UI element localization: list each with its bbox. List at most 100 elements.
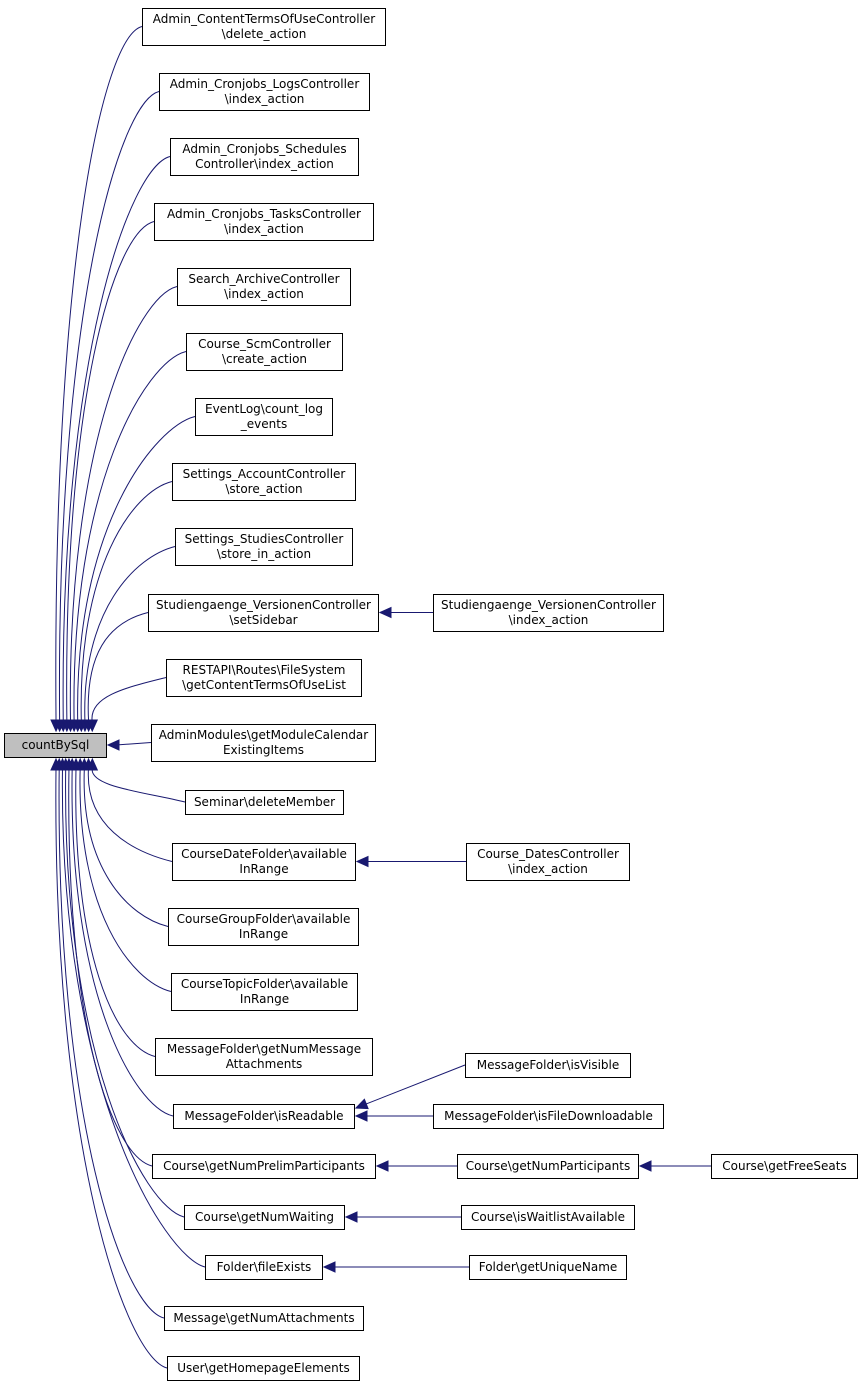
- node-label-line: Folder\fileExists: [217, 1260, 312, 1274]
- edge-line: [66, 221, 155, 723]
- node-n20[interactable]: Course\getNumWaiting: [184, 1205, 345, 1230]
- edge-n15-to-root: [78, 757, 169, 927]
- node-n23[interactable]: User\getHomepageElements: [167, 1356, 360, 1381]
- node-box: [433, 594, 664, 632]
- edge-line: [75, 767, 156, 1057]
- edge-m4-to-n18: [354, 1110, 433, 1122]
- node-box: [166, 659, 362, 697]
- node-m4[interactable]: MessageFolder\isFileDownloadable: [433, 1104, 664, 1129]
- arrowhead: [638, 1160, 652, 1172]
- node-label-line: countBySql: [22, 738, 90, 752]
- node-label-line: MessageFolder\isVisible: [477, 1058, 620, 1072]
- node-box: [170, 138, 359, 176]
- arrowhead: [344, 1211, 358, 1223]
- node-label-line: Studiengaenge_VersionenController: [441, 598, 656, 612]
- node-box: [466, 843, 630, 881]
- node-label-line: Course\getNumPrelimParticipants: [163, 1159, 365, 1173]
- node-n11[interactable]: RESTAPI\Routes\FileSystem\getContentTerm…: [166, 659, 362, 697]
- edge-line: [68, 767, 153, 1167]
- node-box: [195, 398, 333, 436]
- edge-n16-to-root: [74, 757, 172, 992]
- node-label-line: Admin_Cronjobs_Schedules: [182, 142, 346, 156]
- edge-line: [115, 742, 152, 746]
- edge-line: [84, 546, 176, 723]
- node-m7[interactable]: Folder\getUniqueName: [469, 1255, 627, 1280]
- node-label-line: InRange: [239, 927, 288, 941]
- node-label-line: \index_action: [509, 613, 589, 627]
- node-m6[interactable]: Course\isWaitlistAvailable: [461, 1205, 635, 1230]
- root-node[interactable]: countBySql: [4, 733, 107, 758]
- node-box: [465, 1053, 631, 1078]
- node-m3[interactable]: MessageFolder\isVisible: [465, 1053, 631, 1078]
- edge-line: [58, 767, 165, 1319]
- edge-n21-to-root: [56, 757, 206, 1268]
- node-n10[interactable]: Studiengaenge_VersionenController\setSid…: [148, 594, 379, 632]
- node-label-line: Folder\getUniqueName: [479, 1260, 618, 1274]
- edge-n9-to-root: [79, 546, 176, 733]
- node-box: [152, 1154, 376, 1179]
- edge-m8-to-m5: [638, 1160, 711, 1172]
- node-n9[interactable]: Settings_StudiesController\store_in_acti…: [175, 528, 353, 566]
- edge-n13-to-root: [86, 757, 186, 803]
- node-label-line: Course\getFreeSeats: [722, 1159, 846, 1173]
- node-label-line: Message\getNumAttachments: [173, 1311, 354, 1325]
- edge-n4-to-root: [61, 221, 155, 733]
- node-box: [151, 724, 376, 762]
- node-label-line: AdminModules\getModuleCalendar: [159, 728, 369, 742]
- node-box: [159, 73, 370, 111]
- node-label-line: \getContentTermsOfUseList: [182, 678, 346, 692]
- edge-line: [65, 767, 185, 1218]
- edge-line: [365, 1064, 466, 1105]
- node-n18[interactable]: MessageFolder\isReadable: [173, 1104, 355, 1129]
- node-label-line: User\getHomepageElements: [177, 1361, 349, 1375]
- node-label-line: Course\getNumWaiting: [195, 1210, 334, 1224]
- node-label-line: Attachments: [226, 1057, 303, 1071]
- node-box: [168, 908, 359, 946]
- node-label-line: MessageFolder\getNumMessage: [167, 1042, 361, 1056]
- node-label-line: Course_DatesController: [477, 847, 619, 861]
- arrowhead: [378, 606, 392, 619]
- edge-m5-to-n19: [375, 1160, 457, 1172]
- node-n2[interactable]: Admin_Cronjobs_LogsController\index_acti…: [159, 73, 370, 111]
- node-n8[interactable]: Settings_AccountController\store_action: [172, 463, 356, 501]
- node-box: [175, 528, 353, 566]
- node-n7[interactable]: EventLog\count_log_events: [195, 398, 333, 436]
- node-label-line: Admin_Cronjobs_TasksController: [167, 207, 361, 221]
- edge-line: [91, 767, 186, 803]
- edge-line: [91, 677, 167, 723]
- node-n12[interactable]: AdminModules\getModuleCalendarExistingIt…: [151, 724, 376, 762]
- edge-n22-to-root: [53, 757, 165, 1319]
- node-box: [185, 790, 344, 815]
- node-n6[interactable]: Course_ScmController\create_action: [186, 333, 343, 371]
- node-n13[interactable]: Seminar\deleteMember: [185, 790, 344, 815]
- arrowhead: [354, 1098, 369, 1110]
- edges-layer: [50, 26, 711, 1369]
- node-n19[interactable]: Course\getNumPrelimParticipants: [152, 1154, 376, 1179]
- node-n4[interactable]: Admin_Cronjobs_TasksController\index_act…: [154, 203, 374, 241]
- edge-line: [79, 767, 172, 992]
- node-n3[interactable]: Admin_Cronjobs_SchedulesController\index…: [170, 138, 359, 176]
- edge-line: [87, 612, 149, 723]
- node-box: [469, 1255, 627, 1280]
- node-m8[interactable]: Course\getFreeSeats: [711, 1154, 858, 1179]
- edge-n12-to-root: [106, 739, 152, 751]
- nodes-layer: countBySql Admin_ContentTermsOfUseControl…: [4, 8, 858, 1381]
- node-n21[interactable]: Folder\fileExists: [205, 1255, 323, 1280]
- node-n5[interactable]: Search_ArchiveController\index_action: [177, 268, 351, 306]
- node-n1[interactable]: Admin_ContentTermsOfUseController\delete…: [142, 8, 386, 46]
- node-label-line: \store_in_action: [217, 547, 311, 561]
- edge-line: [87, 767, 173, 862]
- edge-line: [69, 286, 178, 723]
- node-label-line: Course\getNumParticipants: [466, 1159, 630, 1173]
- node-m5[interactable]: Course\getNumParticipants: [457, 1154, 639, 1179]
- node-m1[interactable]: Studiengaenge_VersionenController\index_…: [433, 594, 664, 632]
- node-label-line: Seminar\deleteMember: [194, 795, 335, 809]
- node-box: [461, 1205, 635, 1230]
- node-label-line: Search_ArchiveController: [188, 272, 339, 286]
- node-n22[interactable]: Message\getNumAttachments: [164, 1306, 364, 1331]
- node-m2[interactable]: Course_DatesController\index_action: [466, 843, 630, 881]
